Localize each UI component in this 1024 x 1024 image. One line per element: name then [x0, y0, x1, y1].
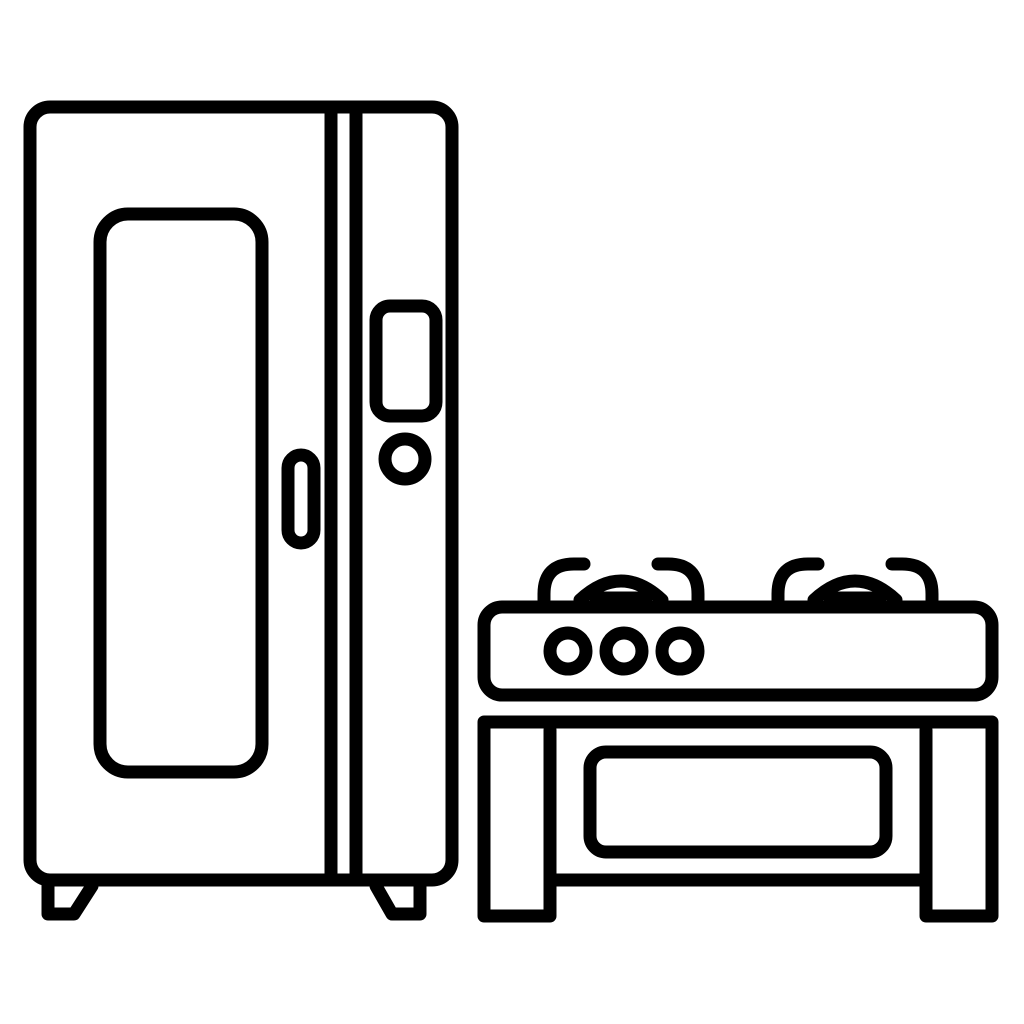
knob-icon	[655, 626, 705, 676]
knob-icon	[599, 626, 649, 676]
knob-icon	[378, 432, 432, 486]
burner-grate-left-2	[651, 557, 705, 607]
combi-oven-icon	[23, 100, 459, 921]
window-icon	[583, 745, 893, 859]
oven-body	[23, 100, 459, 887]
oven-foot-left	[41, 877, 99, 921]
burner-flame-right	[807, 574, 903, 607]
cooktop-panel	[477, 600, 999, 702]
knob-icon	[543, 626, 593, 676]
gas-stove-icon	[477, 557, 999, 923]
burner-grate-right-2	[885, 557, 939, 607]
window-icon	[93, 207, 269, 779]
burner-flame-left	[573, 574, 669, 607]
oven-foot-right	[369, 877, 427, 921]
handle-icon	[281, 448, 321, 550]
burner-grate-left	[537, 557, 591, 607]
display-icon	[369, 299, 443, 423]
burner-grate-right	[771, 557, 825, 607]
